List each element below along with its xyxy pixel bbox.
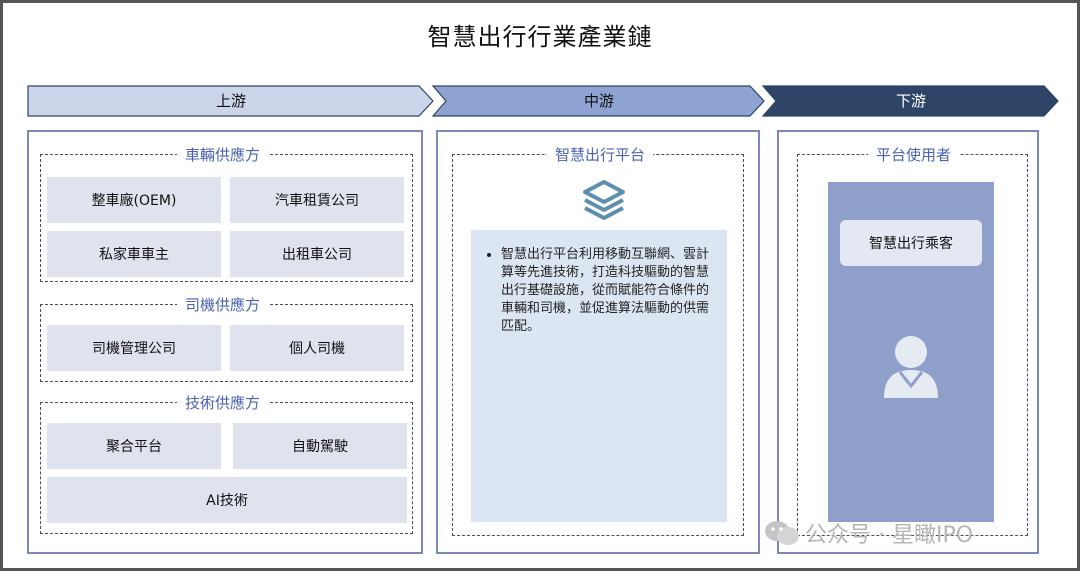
stage-midstream: 中游 <box>432 85 766 117</box>
platform-title: 智慧出行平台 <box>547 144 654 165</box>
platform-description: 智慧出行平台利用移動互聯網、雲計算等先進技術，打造科技驅動的智慧出行基礎設施，從… <box>501 246 713 336</box>
driver-supplier-title: 司機供應方 <box>177 294 269 315</box>
cell-individual-driver: 個人司機 <box>230 325 404 371</box>
downstream-column: 平台使用者 智慧出行乘客 <box>777 130 1039 554</box>
stage-downstream-label: 下游 <box>895 92 926 110</box>
upstream-column: 車輛供應方 整車廠(OEM) 汽車租賃公司 私家車車主 出租車公司 司機供應方 … <box>27 130 423 554</box>
cell-driver-management: 司機管理公司 <box>47 325 221 371</box>
user-panel: 智慧出行乘客 <box>828 182 994 522</box>
stage-downstream-arrow <box>762 85 1059 117</box>
watermark-text: 公众号 · 星瞰IPO <box>805 523 974 548</box>
passenger-card: 智慧出行乘客 <box>840 220 982 266</box>
tech-supplier-title: 技術供應方 <box>177 392 269 413</box>
stage-upstream: 上游 <box>27 85 435 117</box>
stage-midstream-label: 中游 <box>583 92 614 110</box>
stage-midstream-arrow <box>432 85 765 117</box>
vehicle-supplier-title: 車輛供應方 <box>177 144 269 165</box>
cell-private-owner: 私家車車主 <box>47 231 221 277</box>
platform-user-title: 平台使用者 <box>868 144 960 165</box>
cell-oem: 整車廠(OEM) <box>47 177 221 223</box>
cell-car-rental: 汽車租賃公司 <box>230 177 404 223</box>
platform-user-group: 平台使用者 <box>797 144 1028 536</box>
stage-downstream: 下游 <box>762 85 1060 117</box>
stage-upstream-arrow <box>27 85 434 117</box>
platform-description-box: 智慧出行平台利用移動互聯網、雲計算等先進技術，打造科技驅動的智慧出行基礎設施，從… <box>471 230 727 522</box>
midstream-column: 智慧出行平台 智慧出行平台利用移動互聯網、雲計算等先進技術，打造科技驅動的智慧出… <box>436 130 760 554</box>
person-icon <box>884 336 938 398</box>
tech-supplier-group: 技術供應方 聚合平台 自動駕駛 AI技術 <box>40 392 413 534</box>
diagram-title: 智慧出行行業產業鏈 <box>427 23 653 51</box>
vehicle-supplier-group: 車輛供應方 整車廠(OEM) 汽車租賃公司 私家車車主 出租車公司 <box>40 144 413 282</box>
watermark: 公众号 · 星瞰IPO <box>763 517 973 549</box>
cell-autonomous-driving: 自動駕駛 <box>233 423 407 469</box>
cell-ai-tech: AI技術 <box>47 477 407 523</box>
layers-icon <box>583 180 625 220</box>
driver-supplier-group: 司機供應方 司機管理公司 個人司機 <box>40 294 413 382</box>
wechat-icon <box>765 521 799 545</box>
platform-group: 智慧出行平台 <box>452 144 744 536</box>
cell-taxi-company: 出租車公司 <box>230 231 404 277</box>
stage-upstream-label: 上游 <box>215 92 246 110</box>
cell-aggregation-platform: 聚合平台 <box>47 423 221 469</box>
